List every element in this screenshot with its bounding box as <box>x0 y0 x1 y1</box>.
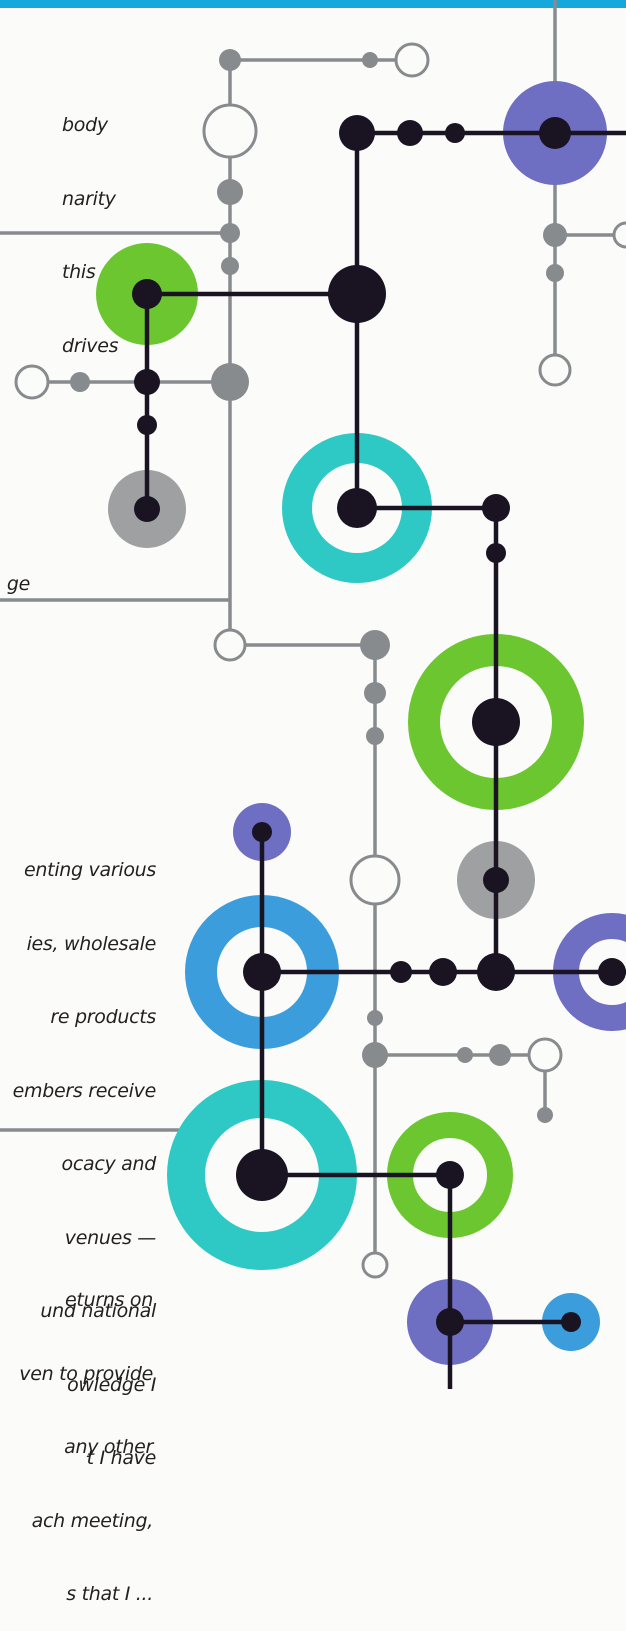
quote-line: re products <box>50 1006 156 1028</box>
hollow-gray-nodes <box>14 42 626 1279</box>
quote-line: drives <box>62 334 119 357</box>
gray-connectors <box>0 0 626 1265</box>
quote-fragment-bottom: eturns on ven to provide any other ach m… <box>0 1239 153 1631</box>
quote-line: narity <box>62 187 116 210</box>
top-accent-bar <box>0 0 626 8</box>
quote-line: venues — <box>64 1226 157 1249</box>
quote-line: body <box>62 114 108 136</box>
network-node-graphic <box>0 0 626 1389</box>
quote-fragment-top: body narity this drives <box>62 64 118 383</box>
quote-line: ach meeting, <box>31 1509 154 1532</box>
quote-line: ies, wholesale <box>26 932 157 955</box>
quote-line: und national <box>40 1300 156 1322</box>
quote-fragment-upper-middle: ge <box>0 523 30 621</box>
quote-line: this <box>62 261 96 283</box>
quote-line: ge <box>6 573 30 595</box>
quote-line: eturns on <box>65 1289 153 1311</box>
quote-line: s that I ... <box>66 1583 153 1605</box>
quote-line: embers receive <box>12 1079 157 1102</box>
dark-nodes <box>132 115 626 1336</box>
gray-nodes <box>70 49 567 1123</box>
quote-line: enting various <box>24 859 156 881</box>
quote-line: ven to provide <box>19 1362 153 1385</box>
quote-line: any other <box>64 1436 153 1458</box>
quote-line: ocacy and <box>61 1153 157 1175</box>
